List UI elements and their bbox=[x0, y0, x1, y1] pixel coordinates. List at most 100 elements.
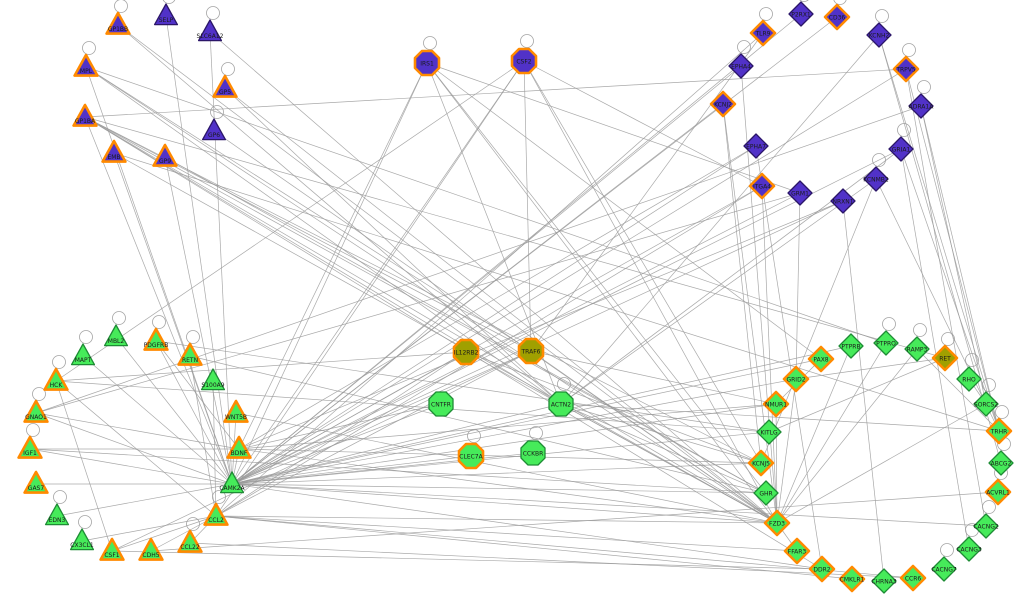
edge-RETN-CCL2[interactable] bbox=[189, 355, 217, 517]
edge-FZD3-GRID2[interactable] bbox=[776, 378, 797, 524]
self-loop-CCL22[interactable] bbox=[186, 517, 200, 531]
edge-BDNF-NMUR1[interactable] bbox=[238, 403, 777, 450]
edge-CNTFR-CAMK2A[interactable] bbox=[231, 403, 442, 485]
triangle-shape[interactable] bbox=[212, 74, 238, 98]
node-PDGFRB[interactable]: PDGFRB bbox=[143, 327, 169, 351]
node-PTPRO[interactable]: PTPRO bbox=[873, 330, 899, 356]
node-MAPT[interactable]: MAPT bbox=[70, 343, 96, 366]
self-loop-TRPV5[interactable] bbox=[902, 43, 916, 57]
node-KCNMB2[interactable]: KCNMB2 bbox=[863, 166, 889, 192]
edge-RAMP3-TRHR[interactable] bbox=[916, 348, 1000, 432]
node-GRID2[interactable]: GRID2 bbox=[782, 365, 810, 393]
edge-MPL-PTPRO[interactable] bbox=[85, 66, 887, 344]
diamond-shape[interactable] bbox=[973, 513, 999, 539]
triangle-shape[interactable] bbox=[103, 324, 129, 347]
edge-SELP-CAMK2A[interactable] bbox=[165, 15, 233, 485]
edge-ACTN2-CAMK2A[interactable] bbox=[231, 403, 562, 485]
node-S100A9[interactable]: S100A9 bbox=[200, 368, 226, 391]
triangle-shape[interactable] bbox=[105, 11, 131, 35]
node-CSF1[interactable]: CSF1 bbox=[99, 537, 125, 561]
edge-CSF2-FZD3[interactable] bbox=[523, 60, 778, 524]
diamond-shape[interactable] bbox=[873, 330, 899, 356]
diamond-shape[interactable] bbox=[823, 3, 851, 31]
edge-HCK-KITLG[interactable] bbox=[55, 380, 770, 433]
edge-GRIA1-TRHR[interactable] bbox=[900, 148, 1000, 432]
node-GNAO1[interactable]: GNAO1 bbox=[23, 399, 49, 423]
node-GP6[interactable]: GP6 bbox=[201, 118, 227, 141]
edge-PDGFRB-BDNF[interactable] bbox=[155, 340, 240, 450]
edge-FZD3-PTPRO[interactable] bbox=[776, 342, 887, 524]
edge-FZD3-PTPRB[interactable] bbox=[776, 345, 852, 524]
edge-GRM1-CAMK2A[interactable] bbox=[231, 192, 801, 485]
edge-GP1BA-TRPV5[interactable] bbox=[84, 68, 907, 118]
edge-GP5-ACTN2[interactable] bbox=[224, 87, 562, 405]
edge-CLEC7A-CAMK2A[interactable] bbox=[231, 455, 472, 485]
octagon-shape[interactable] bbox=[457, 442, 485, 470]
edge-KCNMB2-TRHR[interactable] bbox=[875, 178, 1000, 432]
diamond-shape[interactable] bbox=[788, 1, 814, 27]
node-EMB[interactable]: EMB bbox=[101, 139, 127, 163]
edge-CAMK2A-PTPRB[interactable] bbox=[231, 345, 852, 485]
diamond-shape[interactable] bbox=[808, 555, 836, 583]
edge-EMB-CAMK2A[interactable] bbox=[113, 152, 233, 485]
node-ACTN2[interactable]: ACTN2 bbox=[548, 391, 574, 417]
self-loop-TLR9[interactable] bbox=[759, 7, 773, 21]
edge-CDH5-ACVRL1[interactable] bbox=[150, 491, 999, 552]
diamond-shape[interactable] bbox=[985, 417, 1013, 445]
diamond-shape[interactable] bbox=[931, 556, 957, 582]
diamond-shape[interactable] bbox=[988, 450, 1014, 476]
triangle-shape[interactable] bbox=[197, 19, 223, 42]
diamond-shape[interactable] bbox=[830, 188, 856, 214]
octagon-shape[interactable] bbox=[452, 338, 480, 366]
edge-TRPV5-CACNG2[interactable] bbox=[905, 68, 987, 527]
self-loop-GP5[interactable] bbox=[221, 62, 235, 76]
edge-BDNF-FZD3[interactable] bbox=[238, 448, 778, 524]
triangle-shape[interactable] bbox=[223, 399, 249, 423]
self-loop-MAPT[interactable] bbox=[79, 330, 93, 344]
edge-GRM1-GNAO1[interactable] bbox=[35, 192, 801, 414]
edge-EDN3-CAMK2A[interactable] bbox=[56, 483, 233, 517]
diamond-shape[interactable] bbox=[762, 390, 790, 418]
edge-GP1BB-FZD3[interactable] bbox=[117, 24, 778, 524]
triangle-shape[interactable] bbox=[72, 103, 98, 127]
self-loop-CD36[interactable] bbox=[833, 0, 847, 5]
edge-ACTN2-KCNJ5[interactable] bbox=[560, 403, 762, 464]
self-loop-IGF1[interactable] bbox=[26, 423, 40, 437]
self-loop-CSF2[interactable] bbox=[520, 34, 534, 48]
self-loop-MBL2[interactable] bbox=[112, 311, 126, 325]
edge-SLC6A12-CAMK2A[interactable] bbox=[209, 31, 233, 485]
node-CACNG3[interactable]: CACNG3 bbox=[956, 536, 982, 562]
node-NRXN1[interactable]: NRXN1 bbox=[830, 188, 856, 214]
node-EPHA7[interactable]: EPHA7 bbox=[743, 133, 769, 159]
triangle-shape[interactable] bbox=[101, 139, 127, 163]
edge-CCL2-CCR6[interactable] bbox=[215, 515, 914, 579]
edge-KCNJ2-FZD3[interactable] bbox=[722, 103, 778, 524]
edge-HCK-CCL2[interactable] bbox=[55, 380, 217, 517]
edge-BDNF-KCNJ5[interactable] bbox=[238, 448, 762, 464]
self-loop-ACTN2[interactable] bbox=[557, 377, 571, 391]
octagon-shape[interactable] bbox=[520, 440, 546, 466]
self-loop-RAMP3[interactable] bbox=[913, 323, 927, 337]
diamond-shape[interactable] bbox=[956, 536, 982, 562]
diamond-shape[interactable] bbox=[749, 19, 777, 47]
node-KCNJ5[interactable]: KCNJ5 bbox=[747, 449, 775, 477]
triangle-shape[interactable] bbox=[44, 503, 70, 526]
triangle-shape[interactable] bbox=[226, 435, 252, 459]
edge-GP9-GHR[interactable] bbox=[164, 156, 767, 494]
octagon-shape[interactable] bbox=[517, 337, 545, 365]
edge-ITGA4-FZD3[interactable] bbox=[761, 185, 778, 524]
edge-CAMK2A-CACNG2[interactable] bbox=[231, 483, 987, 527]
diamond-shape[interactable] bbox=[871, 568, 897, 594]
self-loop-IRS1[interactable] bbox=[423, 36, 437, 50]
node-RET[interactable]: RET bbox=[931, 344, 959, 372]
edge-IRS1-GHR[interactable] bbox=[426, 62, 767, 494]
node-KCNH2[interactable]: KCNH2 bbox=[866, 22, 892, 48]
triangle-shape[interactable] bbox=[200, 368, 226, 391]
node-KCNJ2[interactable]: KCNJ2 bbox=[709, 90, 737, 118]
self-loop-RHO[interactable] bbox=[965, 353, 979, 367]
diamond-shape[interactable] bbox=[863, 166, 889, 192]
triangle-shape[interactable] bbox=[153, 3, 179, 26]
edge-NRXN1-CHRNA3[interactable] bbox=[842, 200, 885, 582]
diamond-shape[interactable] bbox=[956, 366, 982, 392]
triangle-shape[interactable] bbox=[138, 537, 164, 561]
